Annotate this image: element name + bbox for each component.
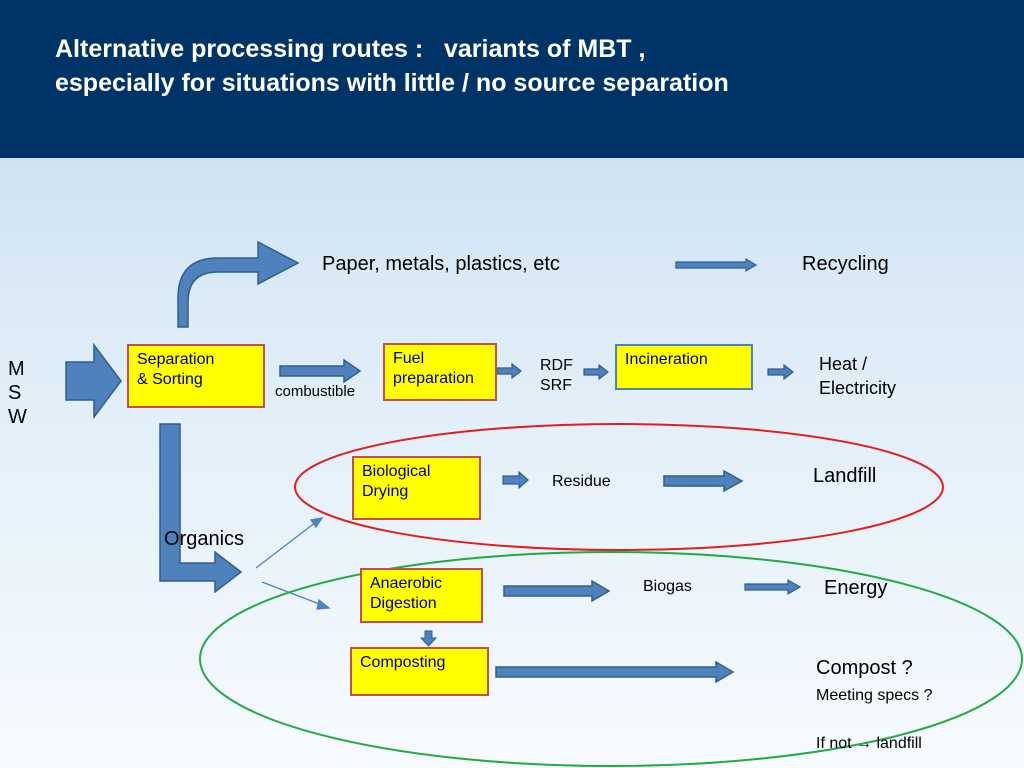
header-bar: Alternative processing routes : variants… [0,0,1024,158]
title-line-2: especially for situations with little / … [55,69,729,97]
biological-route-ellipse [199,551,1023,767]
composting-label: Composting [360,654,446,671]
energy-arrow [744,578,802,596]
landfill-label: Landfill [813,465,877,487]
recycling-label: Recycling [802,253,889,275]
msw-input-arrow [65,342,122,420]
fuel-preparation-box: Fuel preparation [383,343,497,401]
organics-label: Organics [164,528,245,550]
recycling-arrow [675,257,758,273]
energy-label: Energy [824,577,888,599]
combustible-arrow [279,358,362,384]
organics-split-lines [255,517,331,610]
compost-arrow [495,660,735,684]
organics-arrow [159,423,243,594]
incineration-label: Incineration [625,351,708,368]
drying-route-ellipse [294,423,944,551]
rdf-arrow [496,362,522,380]
title-line-1: Alternative processing routes : variants… [55,35,646,63]
landfill-arrow [663,469,744,493]
msw-label: M S W [8,358,27,428]
residue-arrow [502,470,529,490]
biogas-arrow [503,579,611,603]
fuel-preparation-label: Fuel preparation [393,350,474,387]
if-not-landfill-label: If not → landfill [816,735,922,752]
separation-sorting-box: Separation & Sorting [127,344,265,408]
heat-arrow [767,363,794,381]
biological-drying-label: Biological Drying [362,463,431,500]
anaerobic-digestion-box: Anaerobic Digestion [360,568,483,623]
incineration-box: Incineration [615,344,753,390]
meeting-specs-label: Meeting specs ? [816,687,933,704]
recyclables-label: Paper, metals, plastics, etc [322,253,560,275]
digestate-arrow [419,630,438,647]
compost-question-label: Compost ? [816,657,913,679]
composting-box: Composting [350,647,489,696]
recycling-branch-arrow [177,240,300,328]
biogas-label: Biogas [643,578,692,595]
biological-drying-box: Biological Drying [352,456,481,520]
page-title: Alternative processing routes : variants… [55,32,729,100]
heat-electricity-label: Heat / Electricity [819,354,897,398]
combustible-label: combustible [275,383,356,400]
residue-label: Residue [552,473,611,490]
anaerobic-digestion-label: Anaerobic Digestion [370,575,443,612]
separation-sorting-label: Separation & Sorting [137,351,215,388]
incineration-input-arrow [583,363,609,381]
rdf-srf-label: RDF SRF [540,357,573,394]
